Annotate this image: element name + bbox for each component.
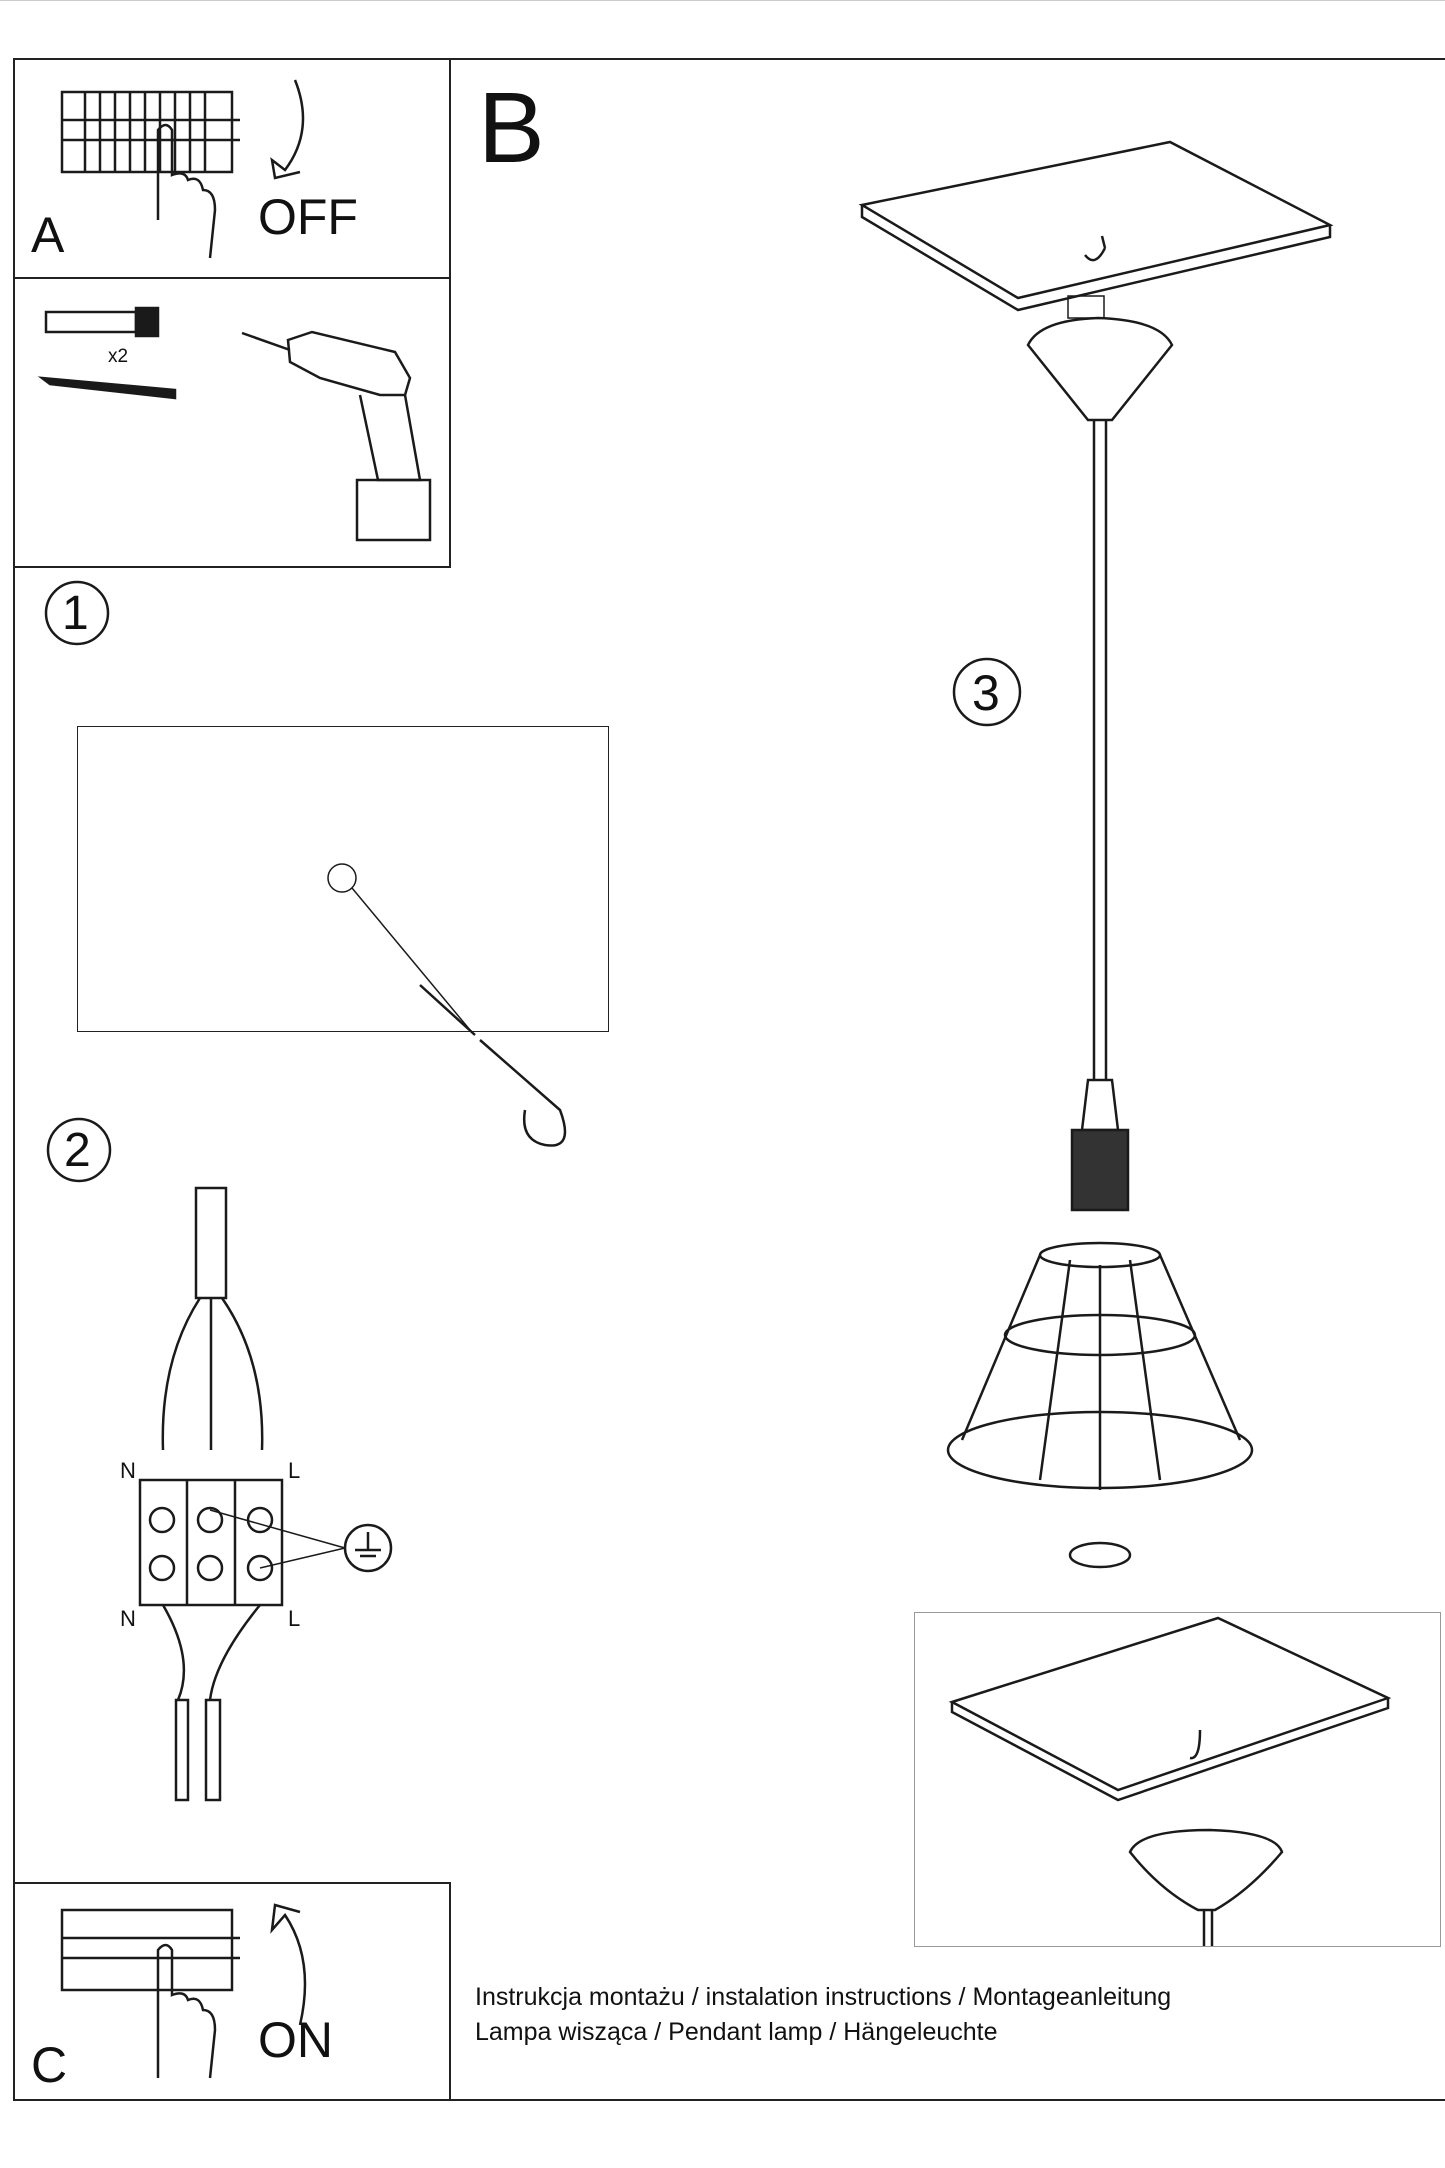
inset-ceiling-mount bbox=[948, 1616, 1392, 1946]
hook-dowel-icon bbox=[327, 863, 567, 1147]
footer-product-name: Lampa wisząca / Pendant lamp / Hängeleuc… bbox=[475, 2018, 998, 2046]
screw-icon bbox=[37, 376, 177, 400]
neutral-bottom-label: N bbox=[120, 1606, 136, 1631]
step-2-circle bbox=[46, 1117, 112, 1183]
off-label: OFF bbox=[258, 189, 358, 245]
on-label: ON bbox=[258, 2012, 333, 2068]
step-1-circle bbox=[44, 580, 110, 646]
step-2-number: 2 bbox=[64, 1124, 91, 1177]
step-1-number: 1 bbox=[62, 587, 89, 640]
installed-inset bbox=[914, 1612, 1441, 1947]
step-3-number: 3 bbox=[972, 665, 1000, 721]
live-top-label: L bbox=[288, 1458, 301, 1483]
wall-drill-diagram bbox=[77, 726, 609, 1032]
step-b-label: B bbox=[478, 72, 545, 184]
wall-plug-icon bbox=[44, 306, 160, 338]
wiring-diagram bbox=[138, 1186, 393, 1802]
footer-instructions-title: Instrukcja montażu / instalation instruc… bbox=[475, 1983, 1172, 2011]
page-frame bbox=[13, 58, 1445, 2101]
neutral-top-label: N bbox=[120, 1458, 136, 1483]
arrow-down-icon bbox=[270, 79, 305, 180]
live-bottom-label: L bbox=[288, 1606, 301, 1631]
step-c-label: C bbox=[31, 2037, 68, 2093]
top-rule bbox=[0, 0, 1445, 1]
step-a-label: A bbox=[31, 207, 65, 263]
breaker-panel-icon bbox=[60, 90, 240, 259]
pendant-lamp-exploded bbox=[858, 140, 1334, 1569]
step-3-circle bbox=[952, 657, 1022, 727]
panel-c-switch-on bbox=[13, 1882, 451, 2101]
quantity-label: x2 bbox=[108, 346, 129, 367]
panel-tools bbox=[13, 277, 451, 568]
drill-icon bbox=[241, 330, 432, 542]
